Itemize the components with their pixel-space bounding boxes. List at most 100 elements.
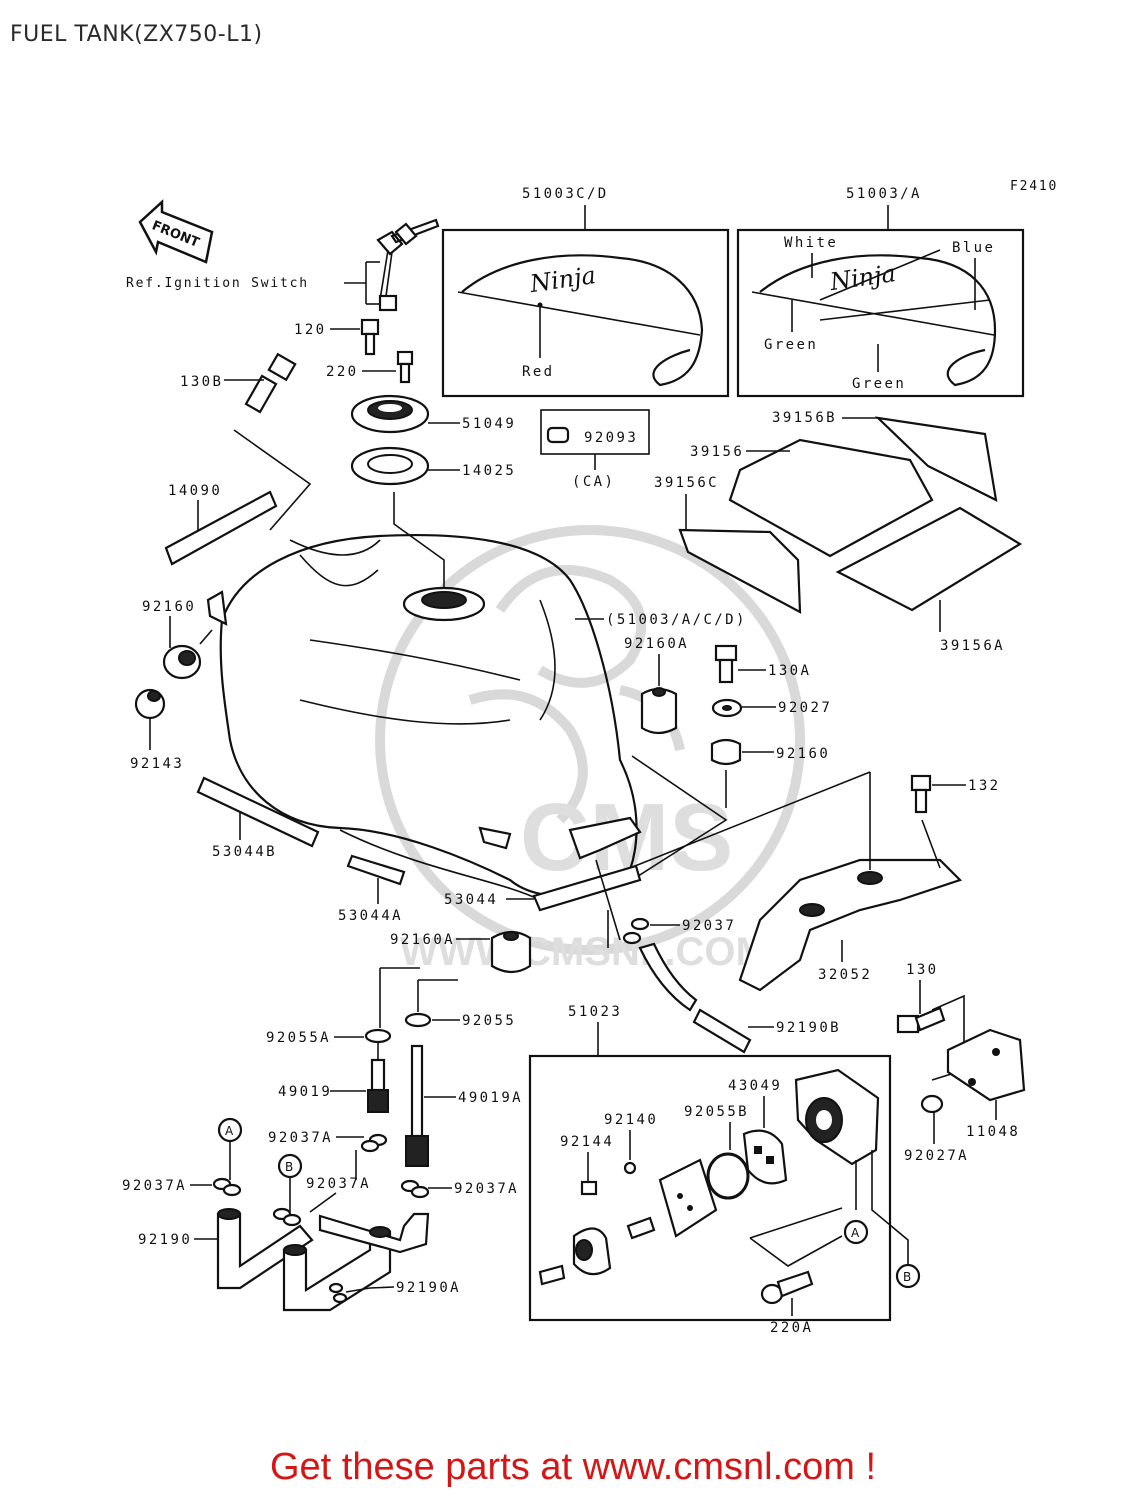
label-220a: 220A — [770, 1320, 813, 1336]
marker-a-left-label: A — [225, 1124, 234, 1138]
promo-banner[interactable]: Get these parts at www.cmsnl.com ! — [269, 1446, 877, 1488]
label-92037a-3: 92037A — [306, 1176, 371, 1192]
label-92027a: 92027A — [904, 1148, 969, 1164]
label-92055a: 92055A — [266, 1030, 331, 1046]
label-49019: 49019 — [278, 1084, 332, 1100]
ref-ignition-label: Ref.Ignition Switch — [126, 276, 309, 291]
label-39156: 39156 — [690, 444, 744, 460]
fuel-cock-box-51023 — [528, 1054, 892, 1322]
clips-92037a-icon — [212, 1133, 430, 1227]
label-130b: 130B — [180, 374, 223, 390]
label-130: 130 — [906, 962, 939, 978]
fuel-tank-icon — [206, 533, 638, 901]
label-92027: 92027 — [778, 700, 832, 716]
screw-220a-icon — [760, 1270, 814, 1305]
fitting-49019-icon — [367, 1058, 389, 1113]
ninja-logo-cd: Ninja — [527, 261, 597, 298]
part-120-icon — [360, 294, 398, 356]
marker-a-right-label: A — [851, 1226, 860, 1240]
label-92140: 92140 — [604, 1112, 658, 1128]
bolt-130-icon — [896, 1006, 946, 1034]
decal-51003a-icon: Ninja — [751, 249, 997, 387]
label-92160a-left: 92160A — [390, 932, 455, 948]
label-53044b: 53044B — [212, 844, 277, 860]
label-blue: Blue — [952, 240, 995, 256]
label-43049: 43049 — [728, 1078, 782, 1094]
label-92037a-4: 92037A — [454, 1181, 519, 1197]
ninja-logo-a: Ninja — [827, 259, 897, 296]
label-92037: 92037 — [682, 918, 736, 934]
marker-a-right — [843, 1219, 869, 1245]
fuel-cock-body-icon — [794, 1068, 880, 1166]
grommet-92160-right-icon — [710, 738, 742, 766]
part-130b-bolt-icon — [244, 352, 297, 414]
marker-b-right — [895, 1263, 921, 1289]
label-32052: 32052 — [818, 967, 872, 983]
label-14090: 14090 — [168, 483, 222, 499]
grommet-92160-left-icon — [162, 644, 202, 680]
decal-box-51003a — [736, 228, 1025, 398]
hose-92190b-icon — [638, 942, 752, 1054]
label-51003a: 51003/A — [846, 186, 922, 202]
label-120: 120 — [294, 322, 327, 338]
label-51049: 51049 — [462, 416, 516, 432]
label-51003cd: 51003C/D — [522, 186, 609, 202]
label-red: Red — [522, 364, 555, 380]
strip-53044-icon — [532, 816, 642, 912]
bolt-130a-icon — [714, 644, 738, 684]
label-39156c: 39156C — [654, 475, 719, 491]
label-92055: 92055 — [462, 1013, 516, 1029]
label-49019a: 49019A — [458, 1090, 523, 1106]
collar-92143-icon — [134, 688, 166, 720]
label-92037a-1: 92037A — [268, 1130, 333, 1146]
knee-pads-39156-icon — [678, 416, 1023, 614]
label-92093: 92093 — [584, 430, 638, 446]
label-11048: 11048 — [966, 1124, 1020, 1140]
label-220: 220 — [326, 364, 359, 380]
strip-14090-icon — [164, 490, 278, 566]
collar-92027a-icon — [920, 1094, 944, 1114]
label-92144: 92144 — [560, 1134, 614, 1150]
screws-icon — [538, 1216, 656, 1286]
label-green-2: Green — [852, 376, 906, 392]
hose-92190a-icon — [282, 1212, 430, 1312]
label-92190b: 92190B — [776, 1020, 841, 1036]
label-39156b: 39156B — [772, 410, 837, 426]
label-53044: 53044 — [444, 892, 498, 908]
label-white: White — [784, 235, 838, 251]
ignition-key-icon — [376, 218, 440, 301]
label-92160-left: 92160 — [142, 599, 196, 615]
watermark-url: WWW.CMSNL.COM — [400, 930, 769, 974]
label-92160a-right: 92160A — [624, 636, 689, 652]
damper-92160a-right-icon — [640, 687, 678, 735]
label-ca: (CA) — [572, 474, 615, 490]
page-title: FUEL TANK(ZX750-L1) — [10, 22, 263, 47]
label-green-1: Green — [764, 337, 818, 353]
oring-92055b-icon — [706, 1152, 750, 1200]
label-39156a: 39156A — [940, 638, 1005, 654]
knob-icon — [572, 1227, 612, 1276]
label-132: 132 — [968, 778, 1001, 794]
fuel-cap-51049-icon — [350, 394, 430, 434]
decal-51003cd-icon: Ninja — [457, 254, 704, 387]
bracket-32052-icon — [738, 858, 963, 992]
label-51023: 51023 — [568, 1004, 622, 1020]
marker-b-left-label: B — [285, 1160, 293, 1174]
label-92160-right: 92160 — [776, 746, 830, 762]
part-220-icon — [396, 350, 414, 384]
clip-92037-icon — [622, 917, 650, 945]
label-51003acd: (51003/A/C/D) — [606, 612, 747, 628]
lever-43049-icon — [742, 1129, 788, 1185]
label-53044a: 53044A — [338, 908, 403, 924]
spring-92144-icon — [580, 1180, 598, 1196]
oring-92055a-icon — [364, 1028, 392, 1044]
pipe-49019a-icon — [405, 1044, 429, 1167]
label-92055b: 92055B — [684, 1104, 749, 1120]
figure-code: F2410 — [1010, 179, 1058, 194]
gasket-14025-icon — [350, 446, 430, 486]
hose-92190-icon — [216, 1208, 314, 1290]
strip-53044a-icon — [346, 854, 406, 886]
label-92143: 92143 — [130, 756, 184, 772]
oring-92055-icon — [404, 1012, 432, 1028]
